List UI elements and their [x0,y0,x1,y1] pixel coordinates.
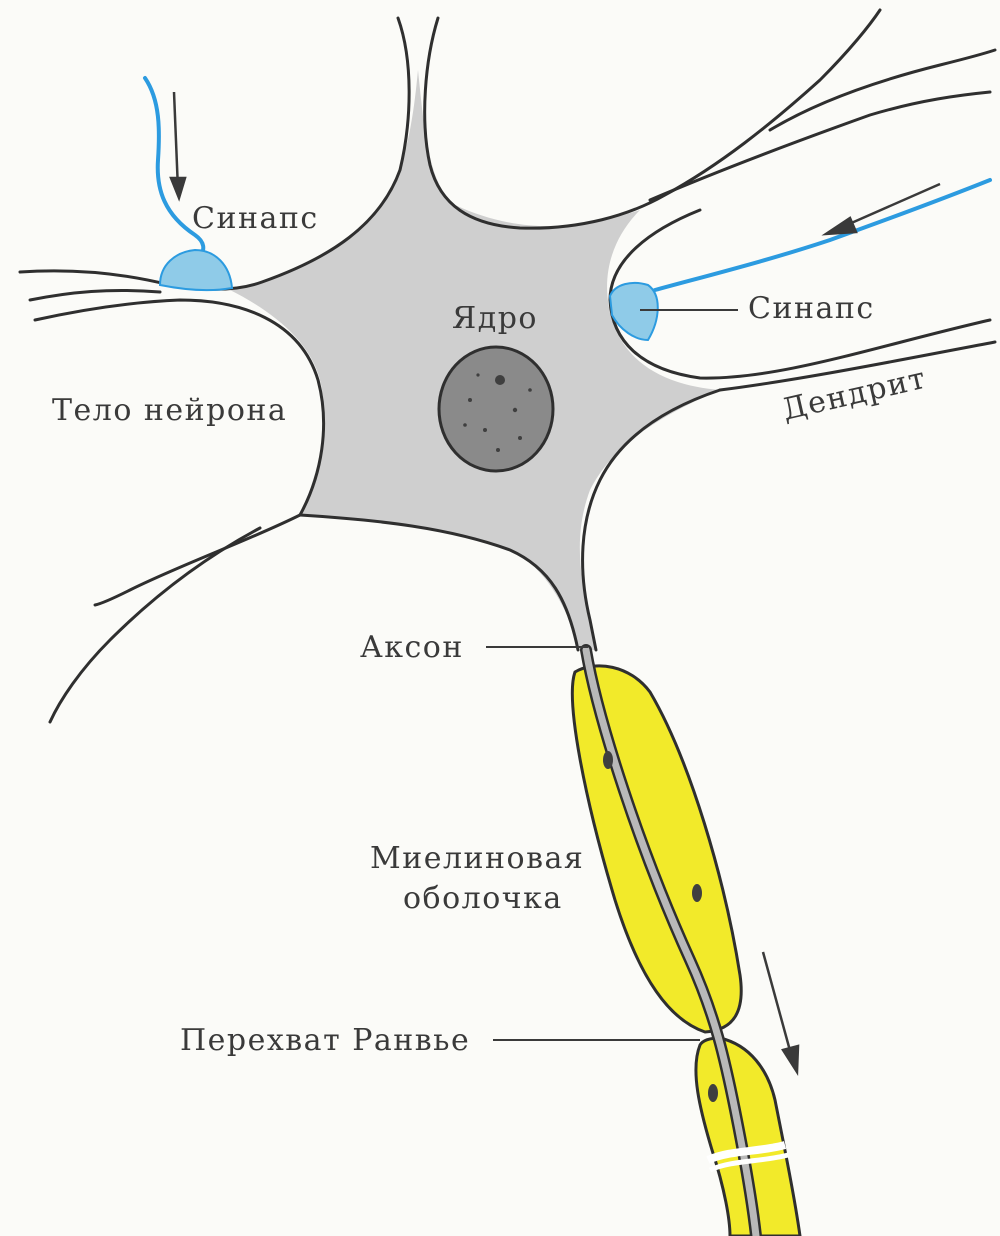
label-nucleus: Ядро [452,301,538,336]
label-dendrite: Дендрит [779,361,930,428]
label-myelin-line2: оболочка [403,881,563,916]
label-myelin-line1: Миелиновая [370,841,584,876]
down-arrow-icon [763,952,798,1072]
label-synapse-left: Синапс [192,201,319,236]
label-neuron-body: Тело нейрона [52,393,287,428]
synapse-left [145,78,232,290]
label-axon: Аксон [360,630,464,665]
left-arrow-icon [826,184,940,234]
label-ranvier-node: Перехват Ранвье [180,1023,470,1058]
label-synapse-right: Синапс [748,291,875,326]
axon [572,650,800,1236]
nucleus [439,347,553,471]
down-arrow-icon [171,92,185,198]
